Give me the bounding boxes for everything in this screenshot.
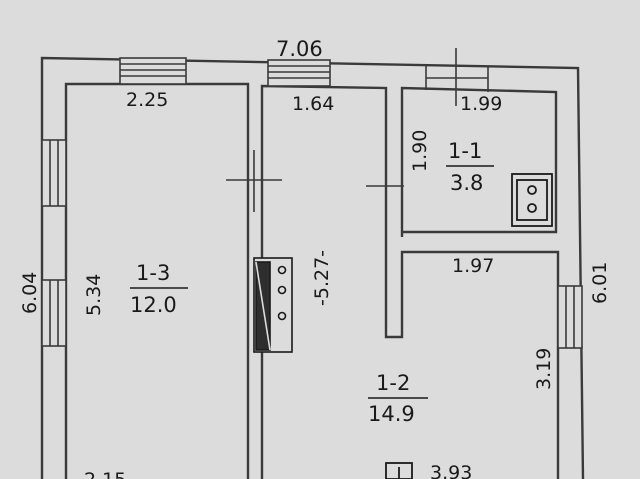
window-right [557,285,583,349]
door-1-1 [366,48,457,214]
boiler-icon [511,173,553,227]
fixture-icon [385,462,413,479]
room-1-3-id: 1-3 [136,261,170,285]
room-1-2-id: 1-2 [376,371,410,395]
window-top-right [425,66,489,92]
window-top-middle [267,59,331,87]
room-1-1-height-label: 1.90 [409,130,431,172]
overall-height-right-label: 6.01 [589,262,611,304]
room-1-2-bottom-label: 3.93 [430,462,472,479]
room-1-2-height-label: 3.19 [533,348,555,390]
room-1-2-area: 14.9 [368,402,415,426]
room-1-1-id: 1-1 [448,139,482,163]
room-1-3-width-label: 2.25 [126,89,168,111]
room-1-3-area: 12.0 [130,293,177,317]
room-1-2-width-label: 1.97 [452,255,494,277]
overall-height-left-label: 6.04 [19,272,41,314]
window-left-upper [41,139,67,207]
door-1-3 [226,150,282,212]
window-left-lower [41,279,67,347]
stove-icon [253,257,293,353]
room-1-1-area: 3.8 [450,171,483,195]
corridor-width-label: 1.64 [292,93,334,115]
corridor-length-label: -5.27- [311,250,333,306]
window-top-left [119,57,187,85]
overall-width-label: 7.06 [276,37,323,61]
room-1-3-bottom-label: 2.15 [84,469,126,479]
room-1-1-width-label: 1.99 [460,93,502,115]
room-1-3-height-label: 5.34 [83,274,105,316]
